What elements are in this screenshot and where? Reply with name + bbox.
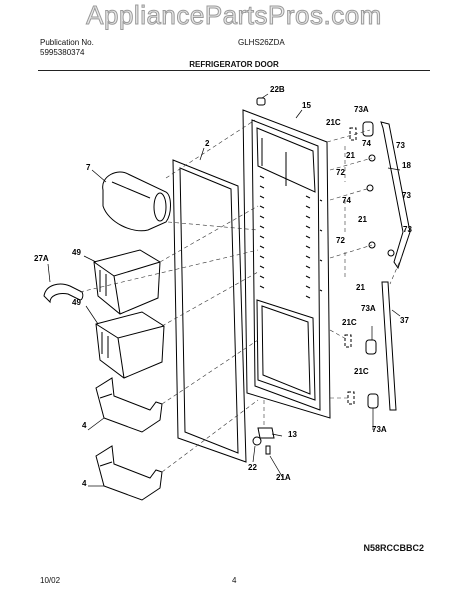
callout-27a: 27A [34, 254, 49, 263]
callout-74: 74 [342, 196, 351, 205]
part-49-upper-bin [93, 249, 161, 315]
callout-72: 72 [336, 168, 345, 177]
callout-37: 37 [400, 316, 409, 325]
callout-73: 73 [402, 191, 411, 200]
header-rule [38, 70, 430, 71]
callout-21: 21 [346, 151, 355, 160]
callout-21: 21 [358, 215, 367, 224]
callout-74: 74 [362, 139, 371, 148]
watermark: AppliancePartsPros.com [86, 0, 382, 31]
part-18-trim [380, 121, 411, 270]
callout-21c: 21C [326, 118, 341, 127]
part-4-upper-shelf [95, 377, 163, 433]
publication-number: 5995380374 [40, 48, 85, 57]
part-7-shape [102, 171, 171, 232]
callout-2: 2 [205, 139, 210, 148]
callout-73: 73 [403, 225, 412, 234]
callout-15: 15 [302, 101, 311, 110]
callout-73: 73 [396, 141, 405, 150]
callout-21c: 21C [342, 318, 357, 327]
publication-label: Publication No. [40, 38, 94, 47]
part-22-washer [252, 436, 262, 446]
section-title: REFRIGERATOR DOOR [189, 60, 279, 69]
callout-7: 7 [86, 163, 91, 172]
part-13-bushing [257, 427, 275, 439]
callout-49: 49 [72, 248, 81, 257]
part-37-strip [381, 281, 397, 411]
drawing-code: N58RCCBBC2 [363, 543, 424, 553]
callout-73a: 73A [354, 105, 369, 114]
part-74-screw-3 [368, 241, 376, 249]
part-22b-plug [256, 97, 266, 106]
footer-page-number: 4 [232, 576, 237, 585]
callout-21a: 21A [276, 473, 291, 482]
part-73a-clip-mid [365, 339, 377, 355]
callout-21: 21 [356, 283, 365, 292]
callout-22b: 22B [270, 85, 285, 94]
callout-73a: 73A [361, 304, 376, 313]
callout-73a: 73A [372, 425, 387, 434]
callout-49: 49 [72, 298, 81, 307]
part-27a-handle [43, 283, 84, 304]
callout-22: 22 [248, 463, 257, 472]
callout-4: 4 [82, 479, 87, 488]
callout-21c: 21C [354, 367, 369, 376]
part-4-lower-shelf [95, 445, 163, 501]
callout-13: 13 [288, 430, 297, 439]
part-73a-clip-bottom [367, 393, 379, 409]
part-74-screw-2 [366, 184, 374, 192]
part-15-door-liner [242, 109, 331, 419]
part-74-screw-1 [368, 154, 376, 162]
model-number: GLHS26ZDA [238, 38, 285, 47]
part-49-lower-bin [95, 311, 165, 379]
callout-18: 18 [402, 161, 411, 170]
callout-72: 72 [336, 236, 345, 245]
footer-date: 10/02 [40, 576, 61, 585]
part-73a-clip-top [362, 121, 374, 137]
part-21a-pin [265, 445, 271, 455]
callout-4: 4 [82, 421, 87, 430]
part-73-screw [387, 249, 395, 257]
part-2-gasket [172, 159, 247, 463]
